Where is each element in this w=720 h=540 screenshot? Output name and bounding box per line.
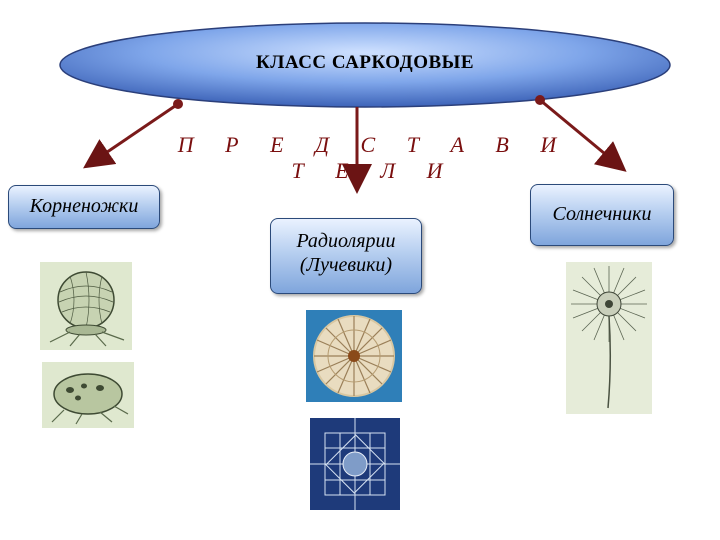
arrow-left-dot bbox=[173, 99, 183, 109]
radiolarian-wheel-illustration bbox=[306, 310, 402, 402]
group-box-rhizopods: Корненожки bbox=[8, 185, 160, 229]
heliozoan-illustration bbox=[566, 262, 652, 414]
representatives-heading: П Р Е Д С Т А В И Т Е Л И bbox=[160, 132, 580, 184]
class-title: КЛАСС САРКОДОВЫЕ bbox=[60, 52, 670, 74]
group-label-rhizopods: Корненожки bbox=[9, 186, 159, 226]
arrow-right-dot bbox=[535, 95, 545, 105]
group-label-radiolarians: Радиолярии bbox=[271, 229, 421, 253]
rhizopod-dome-illustration bbox=[42, 362, 134, 428]
rhizopod-globe-illustration bbox=[40, 262, 132, 350]
group-box-heliozoans: Солнечники bbox=[530, 184, 674, 246]
group-label-radiolarians-alt: (Лучевики) bbox=[271, 253, 421, 277]
group-box-radiolarians: Радиолярии (Лучевики) bbox=[270, 218, 422, 294]
radiolarian-lattice-illustration bbox=[310, 418, 400, 510]
group-label-heliozoans: Солнечники bbox=[531, 185, 673, 243]
